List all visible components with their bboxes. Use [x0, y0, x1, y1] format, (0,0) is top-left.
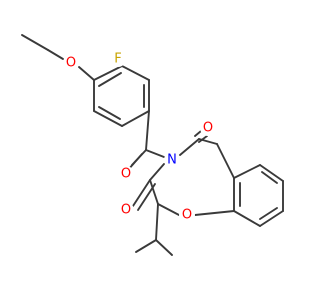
bond-ipr-me1	[135, 239, 157, 253]
bond-aryl-2	[121, 65, 150, 81]
atom-ring-oxygen: O	[179, 207, 195, 223]
bond-aryl-4	[121, 110, 150, 127]
bond-c5-o-b	[198, 135, 208, 143]
atom-ketone-oxygen: O	[118, 166, 134, 182]
bond-ch2-n	[145, 149, 165, 158]
atom-label-layer: O F O N O O O	[63, 51, 216, 223]
bond-benzo-5	[259, 210, 284, 227]
structure-diagram: O F O N O O O	[21, 34, 284, 256]
bond-benzo-o	[194, 210, 235, 216]
fluorine-label: F	[114, 52, 121, 67]
bond-benzo-6	[233, 210, 261, 227]
bond-o-c2	[157, 203, 180, 216]
lactam-oxygen-left-label: O	[121, 203, 131, 218]
bond-c3-o-b	[137, 183, 156, 211]
bond-aryl-5	[93, 110, 123, 127]
bond-ethyl-ch3	[21, 34, 49, 51]
bond-ar-carbonyl	[145, 110, 150, 151]
bond-c2-c3	[149, 179, 159, 205]
bond-c2-ch	[155, 203, 159, 241]
ring-oxygen-label: O	[182, 208, 192, 223]
lactam-oxygen-top-label: O	[203, 121, 213, 136]
atom-fluorine: F	[110, 51, 126, 67]
atom-ether-oxygen: O	[63, 55, 79, 71]
ketone-oxygen-label: O	[121, 167, 131, 182]
bond-n-c5	[179, 138, 200, 156]
bond-ethyl-ch2-o	[47, 49, 64, 60]
bond-aryl-inner-3	[98, 106, 121, 120]
molecule-canvas: O F O N O O O	[21, 34, 284, 256]
bond-benzo-3	[259, 164, 284, 182]
bond-benzo-inner-2	[259, 207, 278, 220]
bond-o-aryl	[78, 66, 95, 81]
bond-c3-o-a	[132, 179, 151, 207]
bond-benzo-1	[216, 143, 235, 179]
bond-c3-n	[149, 163, 165, 181]
bond-c5-o-a	[194, 130, 202, 137]
bond-benzo-inner-1	[261, 171, 278, 184]
bond-layer	[21, 34, 284, 256]
atom-lactam-oxygen-top: O	[200, 120, 216, 136]
ether-oxygen-label: O	[66, 56, 76, 71]
bond-aryl-inner-1	[98, 72, 122, 87]
bond-ipr-me2	[155, 239, 173, 256]
bond-benzo-2	[233, 164, 261, 179]
bond-aryl-1	[93, 65, 123, 81]
ring-nitrogen-label: N	[167, 153, 177, 168]
atom-ring-nitrogen: N	[164, 152, 180, 168]
atom-lactam-oxygen-left: O	[118, 202, 134, 218]
